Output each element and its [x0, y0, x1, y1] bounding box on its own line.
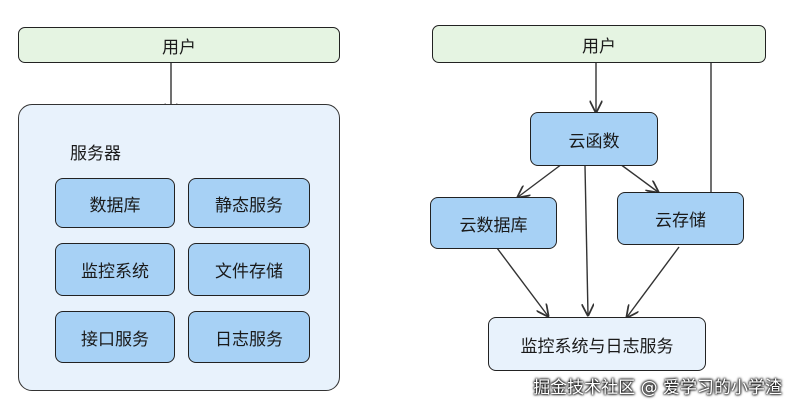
arrow-storage-to-monitor [627, 246, 680, 317]
service-static-label: 静态服务 [215, 195, 283, 216]
service-log-label: 日志服务 [215, 329, 283, 350]
service-api: 接口服务 [55, 311, 175, 363]
service-static: 静态服务 [188, 178, 310, 228]
service-database: 数据库 [55, 178, 175, 228]
service-api-label: 接口服务 [81, 329, 149, 350]
arrow-function-to-monitor [585, 165, 588, 315]
arrow-database-to-monitor [496, 247, 548, 316]
cloud-storage-node: 云存储 [617, 192, 744, 245]
cloud-function-node: 云函数 [530, 112, 658, 166]
service-log: 日志服务 [188, 311, 310, 363]
watermark-text: 掘金技术社区 @ 爱学习的小学渣 [533, 378, 782, 398]
service-database-label: 数据库 [89, 195, 141, 216]
cloud-storage-label: 云存储 [655, 211, 706, 231]
arrow-function-to-storage [619, 163, 658, 192]
arrow-function-to-database [518, 163, 563, 197]
service-file-storage: 文件存储 [188, 243, 310, 296]
right-user-label: 用户 [582, 36, 616, 57]
cloud-database-node: 云数据库 [430, 197, 557, 249]
monitor-log-label: 监控系统与日志服务 [520, 336, 674, 357]
server-title: 服务器 [70, 144, 121, 164]
left-user-label: 用户 [162, 37, 196, 58]
left-user-node: 用户 [18, 27, 340, 63]
cloud-function-label: 云函数 [568, 131, 620, 152]
cloud-database-label: 云数据库 [459, 215, 528, 236]
service-file-storage-label: 文件存储 [215, 262, 283, 282]
service-monitor-label: 监控系统 [81, 262, 149, 282]
monitor-log-node: 监控系统与日志服务 [488, 317, 706, 371]
right-user-node: 用户 [432, 25, 766, 63]
service-monitor: 监控系统 [55, 243, 175, 296]
